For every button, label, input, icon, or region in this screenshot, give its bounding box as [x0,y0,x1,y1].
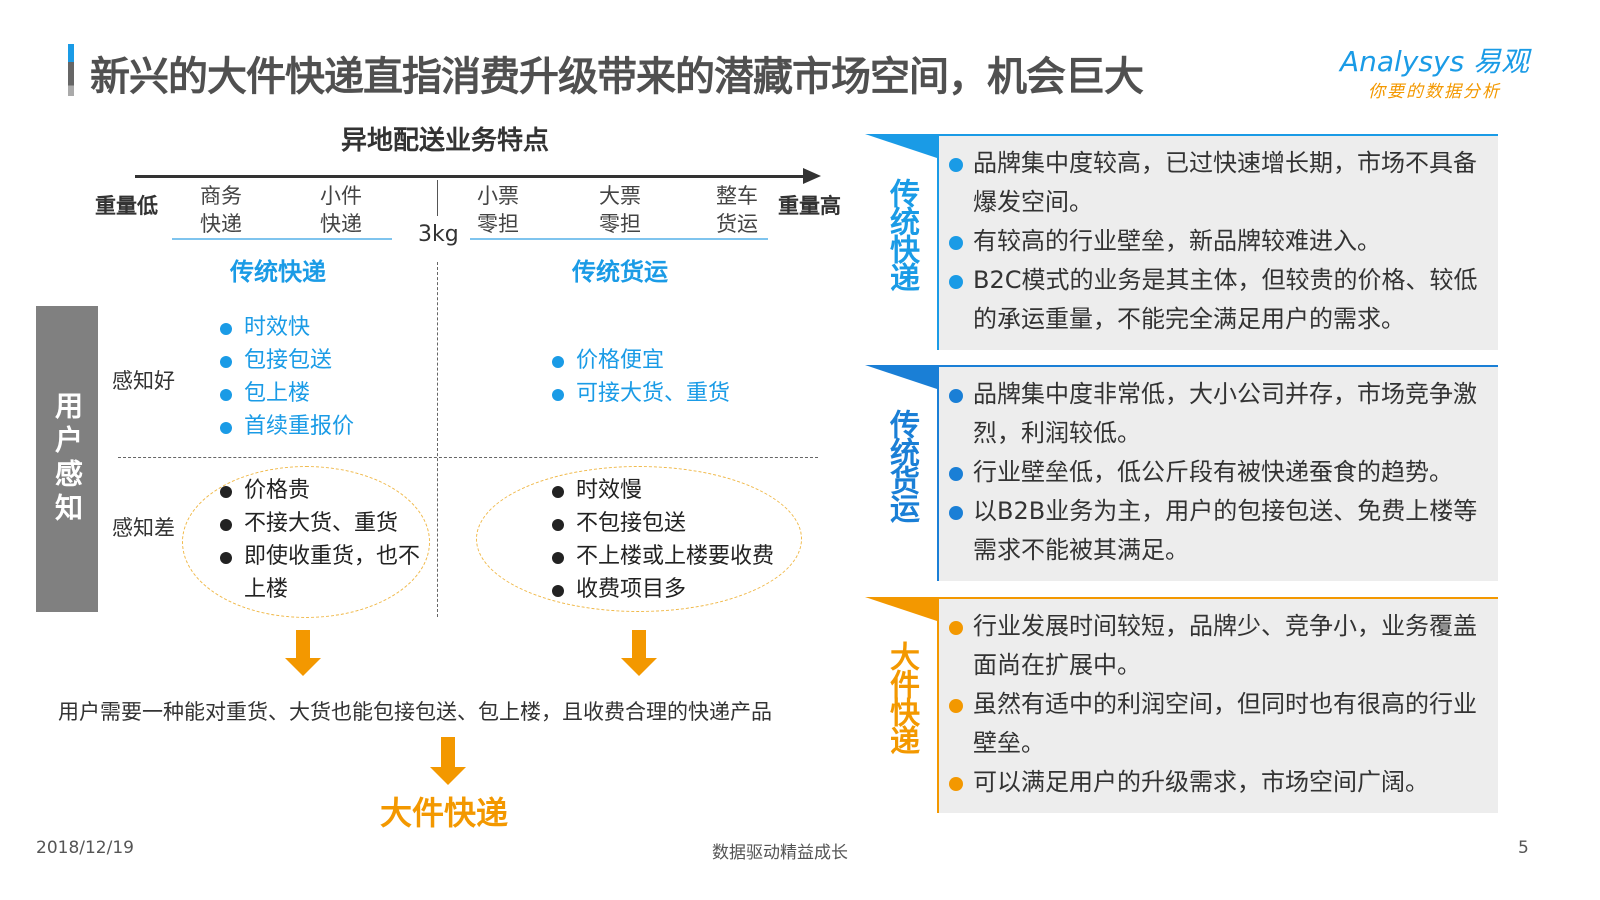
weight-low-label: 重量低 [95,194,158,218]
list-item: 即使收重货，也不上楼 [218,540,428,606]
result-label: 大件快递 [380,794,509,832]
category: 商务快递 [200,184,242,236]
section-wedge [865,134,937,158]
bad-label: 感知差 [112,516,175,540]
group-underline [470,238,768,240]
freight-bad-list: 时效慢 不包接包送 不上楼或上楼要收费 收费项目多 [550,474,774,606]
section-label: 大件快递 [884,641,919,753]
group-underline [172,238,392,240]
freight-bad-ellipse [476,466,802,612]
list-item: 可以满足用户的升级需求，市场空间广阔。 [947,763,1490,802]
list-item: 时效快 [218,311,354,344]
list-item: 收费项目多 [550,573,774,606]
list-item: 不包接包送 [550,507,774,540]
weight-high-label: 重量高 [778,194,841,218]
logo-brand: Analysys 易观 [1340,45,1530,78]
down-arrow-icon [430,737,466,785]
page-title: 新兴的大件快递直指消费升级带来的潜藏市场空间，机会巨大 [90,54,1144,100]
footer-slogan: 数据驱动精益成长 [712,843,848,863]
list-item: 以B2B业务为主，用户的包接包送、免费上楼等需求不能被其满足。 [947,492,1490,570]
axis-arrow-icon [803,168,821,184]
list-item: 有较高的行业壁垒，新品牌较难进入。 [947,222,1490,261]
footer-date: 2018/12/19 [36,838,134,858]
good-label: 感知好 [112,369,175,393]
express-bad-ellipse [182,466,430,618]
down-arrow-icon [621,630,657,676]
express-bad-list: 价格贵 不接大货、重货 即使收重货，也不上楼 [218,474,428,606]
section-label: 传统货运 [884,409,919,521]
perception-label: 用户感知 [36,306,98,612]
list-item: 行业壁垒低，低公斤段有被快递蚕食的趋势。 [947,453,1490,492]
group-freight-label: 传统货运 [572,258,668,286]
list-item: 首续重报价 [218,410,354,443]
list-item: 行业发展时间较短，品牌少、竞争小，业务覆盖面尚在扩展中。 [947,607,1490,685]
threshold-label: 3kg [418,222,459,247]
list-item: 包接包送 [218,344,354,377]
section-wedge [865,597,937,621]
horizontal-divider [118,457,818,458]
list-item: 时效慢 [550,474,774,507]
list-item: 虽然有适中的利润空间，但同时也有很高的行业壁垒。 [947,685,1490,763]
logo-slogan: 你要的数据分析 [1368,82,1501,102]
list-item: 可接大货、重货 [550,377,730,410]
user-need-text: 用户需要一种能对重货、大货也能包接包送、包上楼，且收费合理的快递产品 [58,700,772,724]
list-item: 品牌集中度非常低，大小公司并存，市场竞争激烈，利润较低。 [947,375,1490,453]
title-accent-bar [68,44,74,96]
down-arrow-icon [285,630,321,676]
section-traditional-express: 传统快递 品牌集中度较高，已过快速增长期，市场不具备爆发空间。 有较高的行业壁垒… [865,134,1498,350]
category: 小票零担 [477,184,519,236]
list-item: 不上楼或上楼要收费 [550,540,774,573]
list-item: 价格贵 [218,474,428,507]
section-wedge [865,365,937,389]
weight-axis [135,175,805,178]
diagram-subtitle: 异地配送业务特点 [340,126,549,156]
section-bulky-express: 大件快递 行业发展时间较短，品牌少、竞争小，业务覆盖面尚在扩展中。 虽然有适中的… [865,597,1498,813]
section-traditional-freight: 传统货运 品牌集中度非常低，大小公司并存，市场竞争激烈，利润较低。 行业壁垒低，… [865,365,1498,581]
page-number: 5 [1518,838,1529,858]
threshold-divider [437,180,438,216]
list-item: 价格便宜 [550,344,730,377]
category: 小件快递 [320,184,362,236]
category: 整车货运 [716,184,758,236]
vertical-divider [437,262,438,617]
section-label: 传统快递 [884,178,919,290]
list-item: 包上楼 [218,377,354,410]
express-good-list: 时效快 包接包送 包上楼 首续重报价 [218,311,354,443]
list-item: 品牌集中度较高，已过快速增长期，市场不具备爆发空间。 [947,144,1490,222]
list-item: B2C模式的业务是其主体，但较贵的价格、较低的承运重量，不能完全满足用户的需求。 [947,261,1490,339]
list-item: 不接大货、重货 [218,507,428,540]
group-express-label: 传统快递 [230,258,326,286]
category: 大票零担 [599,184,641,236]
freight-good-list: 价格便宜 可接大货、重货 [550,344,730,410]
